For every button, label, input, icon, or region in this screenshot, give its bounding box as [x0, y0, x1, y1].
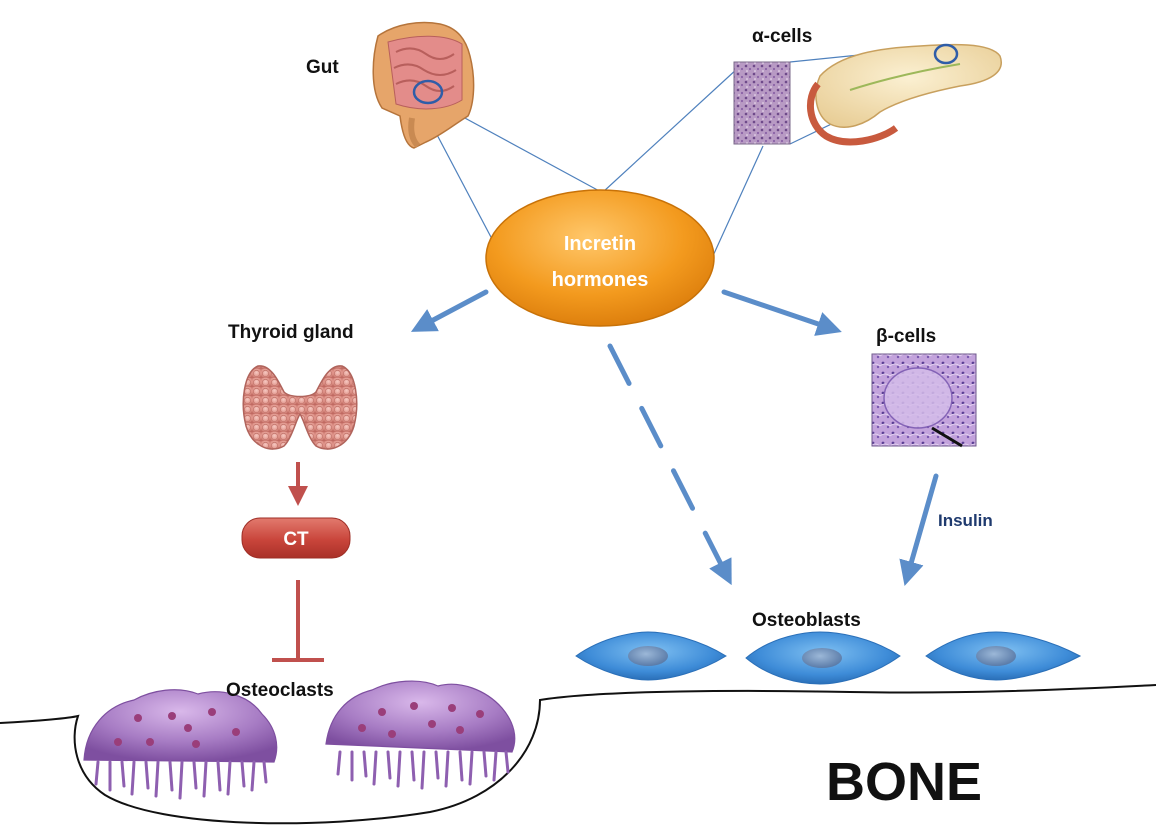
incretin-label-line2: hormones	[552, 269, 649, 291]
arrow-to-thyroid	[410, 289, 489, 332]
osteoblast-cells	[575, 631, 1082, 685]
osteoclast-cells	[83, 680, 516, 800]
osteoblast-cell	[745, 631, 901, 685]
ct-label: CT	[283, 529, 309, 550]
osteoclasts-label: Osteoclasts	[226, 680, 334, 701]
thyroid-gland-label: Thyroid gland	[228, 322, 354, 343]
pancreas-illustration	[806, 43, 1002, 146]
osteoclast-cell	[325, 680, 516, 790]
thyroid-gland-illustration	[242, 365, 358, 450]
arrow-to-beta-cells	[721, 289, 842, 336]
osteoclast-cell	[83, 689, 278, 800]
bone-surface-line	[0, 684, 1156, 825]
osteoblast-cell	[575, 631, 727, 681]
beta-cells-tissue-image	[871, 353, 977, 448]
incretin-hormones-node: Incretin hormones	[485, 189, 715, 327]
incretin-label-line1: Incretin	[564, 233, 636, 255]
gut-highlight-circle	[412, 79, 444, 105]
insulin-label: Insulin	[938, 511, 993, 530]
beta-cells-label: β-cells	[876, 326, 936, 347]
alpha-cells-label: α-cells	[752, 26, 812, 47]
insulin-arrow	[899, 473, 939, 587]
stimulation-arrows	[410, 289, 939, 587]
pancreas-highlight-circle	[933, 43, 959, 65]
bone-label: BONE	[826, 752, 982, 812]
alpha-cells-tissue-image	[733, 61, 791, 145]
gut-illustration	[372, 21, 475, 149]
gut-label: Gut	[306, 57, 339, 78]
ct-inhibition-line	[272, 580, 324, 662]
osteoblast-cell	[925, 631, 1082, 681]
osteoblasts-label: Osteoblasts	[752, 610, 861, 631]
dashed-arrow-to-osteoblasts	[607, 343, 732, 586]
ct-node: CT	[241, 517, 351, 559]
